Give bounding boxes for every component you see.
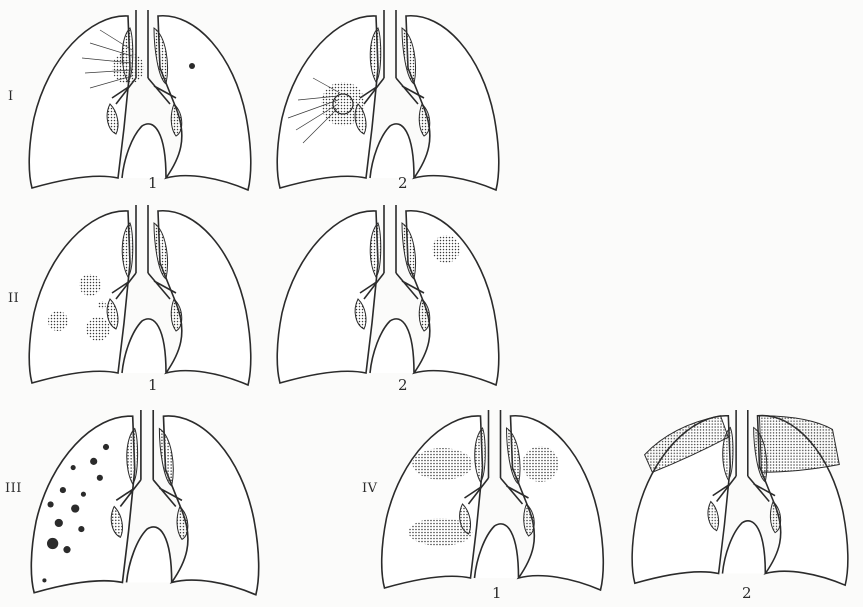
panel-I-1 — [20, 8, 260, 198]
panel-label-IV-2: 2 — [742, 586, 752, 601]
lung-illustration — [20, 203, 260, 393]
row-label-II: II — [8, 292, 19, 305]
panel-label-I-2: 2 — [398, 176, 408, 191]
lung-illustration — [20, 408, 270, 603]
panel-III — [20, 408, 270, 603]
lung-illustration — [268, 8, 508, 198]
metastatic-focus — [86, 317, 110, 341]
lung-illustration — [620, 408, 860, 593]
panel-IV-2 — [620, 408, 860, 593]
diffuse-opacity — [409, 518, 473, 546]
lung-illustration — [20, 8, 260, 198]
metastatic-focus — [48, 311, 68, 331]
metastatic-focus — [98, 301, 106, 309]
peripheral-focus — [432, 235, 460, 263]
panel-I-2 — [268, 8, 508, 198]
panel-label-IV-1: 1 — [492, 586, 502, 601]
diffuse-opacity — [523, 446, 559, 482]
panel-II-2 — [268, 203, 508, 393]
upper-lobe-collapse — [759, 416, 839, 472]
diffuse-opacity — [413, 448, 473, 480]
lung-illustration — [370, 408, 615, 598]
panel-II-1 — [20, 203, 260, 393]
lung-illustration — [268, 203, 508, 393]
row-label-I: I — [8, 90, 14, 103]
panel-label-I-1: 1 — [148, 176, 158, 191]
panel-IV-1 — [370, 408, 615, 598]
metastatic-focus — [79, 274, 101, 296]
panel-label-II-2: 2 — [398, 378, 408, 393]
panel-label-II-1: 1 — [148, 378, 158, 393]
nodule — [189, 63, 195, 69]
